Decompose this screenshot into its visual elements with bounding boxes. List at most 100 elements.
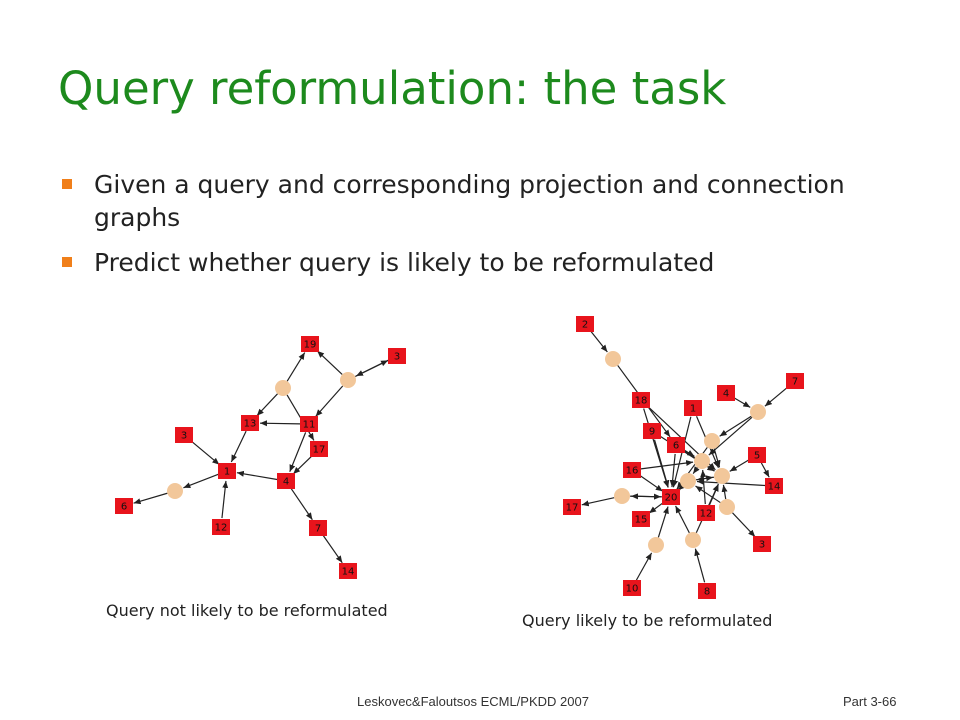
graph-edge: [256, 393, 278, 417]
node-label: 15: [635, 515, 648, 526]
node-label: 14: [768, 482, 781, 493]
caption-left: Query not likely to be reformulated: [106, 601, 388, 620]
circle-node: [719, 499, 735, 515]
graph-edge: [221, 480, 229, 519]
square-node-17: 17: [563, 499, 581, 515]
circle-node: [648, 537, 664, 553]
circle-node: [167, 483, 183, 499]
node-label: 3: [181, 431, 187, 442]
square-node-3: 3: [175, 427, 193, 443]
square-node-box: [786, 373, 804, 389]
square-node-box: [632, 392, 650, 408]
circle-node: [275, 380, 291, 396]
graph-edge: [286, 352, 306, 382]
square-node-3: 3: [388, 348, 406, 364]
graph-edge: [713, 448, 721, 468]
graph-edge: [292, 454, 313, 475]
square-node-box: [632, 511, 650, 527]
bullet-text: Given a query and corresponding projecti…: [94, 170, 845, 232]
square-node-11: 11: [300, 416, 318, 432]
graph-edge: [190, 440, 220, 466]
node-label: 13: [244, 419, 257, 430]
graph-edge: [732, 512, 756, 538]
square-node-7: 7: [786, 373, 804, 389]
node-label: 2: [582, 320, 588, 331]
graph-edge: [635, 552, 653, 581]
circle-node: [340, 372, 356, 388]
square-node-17: 17: [310, 441, 328, 457]
square-node-box: [175, 427, 193, 443]
square-node-box: [212, 519, 230, 535]
node-label: 1: [690, 404, 696, 415]
graph-edge: [639, 474, 664, 492]
square-node-box: [697, 505, 715, 521]
square-node-20: 20: [662, 489, 680, 505]
graph-edge: [289, 432, 307, 472]
node-label: 12: [700, 509, 713, 520]
slide-title: Query reformulation: the task: [58, 62, 727, 115]
square-node-box: [241, 415, 259, 431]
graph-edge: [764, 386, 789, 407]
square-node-4: 4: [277, 473, 295, 489]
bullet-item: Predict whether query is likely to be re…: [62, 246, 922, 279]
square-node-box: [748, 447, 766, 463]
square-node-box: [662, 489, 680, 505]
bullet-list: Given a query and corresponding projecti…: [62, 168, 922, 291]
node-label: 11: [303, 420, 316, 431]
graph-edge: [133, 492, 168, 505]
square-node-box: [623, 580, 641, 596]
square-node-box: [765, 478, 783, 494]
square-node-box: [277, 473, 295, 489]
graph-edge: [259, 420, 301, 427]
square-node-12: 12: [697, 505, 715, 521]
square-node-1: 1: [218, 463, 236, 479]
footer-source: Leskovec&Faloutsos ECML/PKDD 2007: [357, 694, 589, 709]
square-node-18: 18: [632, 392, 650, 408]
square-node-box: [218, 463, 236, 479]
square-node-box: [623, 462, 641, 478]
node-label: 1: [224, 467, 230, 478]
circle-node: [614, 488, 630, 504]
node-label: 9: [649, 427, 655, 438]
bullet-text: Predict whether query is likely to be re…: [94, 248, 715, 277]
graph-edge: [695, 485, 721, 504]
graph-edge: [290, 488, 313, 521]
circle-node: [714, 468, 730, 484]
square-node-16: 16: [623, 462, 641, 478]
graph-edge: [648, 501, 665, 514]
node-label: 3: [394, 352, 400, 363]
square-node-14: 14: [339, 563, 357, 579]
graph-edge: [760, 462, 770, 478]
node-label: 6: [121, 502, 127, 513]
graph-edge: [316, 350, 343, 375]
graph-edge: [629, 493, 662, 500]
footer-page-number: Part 3-66: [843, 694, 897, 709]
square-node-1: 1: [684, 400, 702, 416]
graph-edge: [590, 330, 608, 353]
square-node-box: [753, 536, 771, 552]
node-label: 4: [723, 389, 729, 400]
square-bullet-icon: [62, 179, 72, 189]
circle-node: [685, 532, 701, 548]
caption-right: Query likely to be reformulated: [522, 611, 773, 630]
square-node-box: [300, 416, 318, 432]
node-label: 6: [673, 441, 679, 452]
circle-node: [694, 453, 710, 469]
node-label: 12: [215, 523, 228, 534]
circle-node: [680, 473, 696, 489]
node-label: 5: [754, 451, 760, 462]
circle-node: [704, 433, 720, 449]
graph-edge: [657, 506, 669, 538]
square-node-box: [698, 583, 716, 599]
node-label: 17: [313, 445, 326, 456]
node-label: 7: [315, 524, 321, 535]
square-node-6: 6: [667, 437, 685, 453]
square-node-15: 15: [632, 511, 650, 527]
square-node-box: [667, 437, 685, 453]
node-label: 17: [566, 503, 579, 514]
square-node-box: [115, 498, 133, 514]
square-node-12: 12: [212, 519, 230, 535]
graph-edge: [700, 469, 707, 505]
graph-edge: [696, 475, 715, 482]
